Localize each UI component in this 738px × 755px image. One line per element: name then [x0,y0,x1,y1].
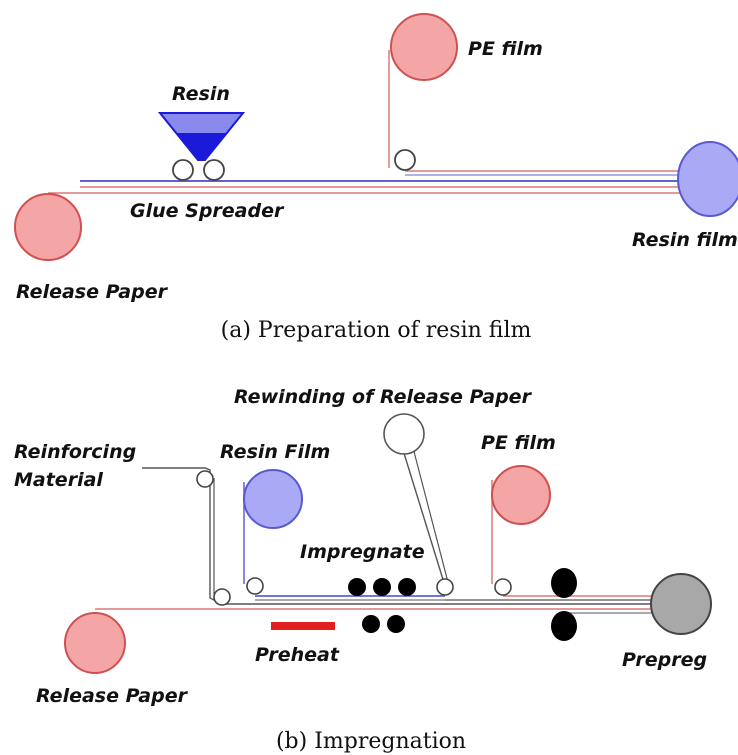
label-rewinding: Rewinding of Release Paper [234,386,533,408]
prepreg-roll [650,573,712,635]
label-impregnate: Impregnate [300,541,425,563]
label-pe-film-b: PE film [481,432,556,454]
pe-guide-roller [394,149,416,171]
diagram-a: PE film Resin Glue Spreader Resin film R… [14,13,738,343]
reinforcing-material-path [142,467,655,605]
release-paper-roll-b [64,612,126,674]
nip-roller-top [551,568,577,598]
label-resin-film-a: Resin film [632,229,738,251]
glue-spreader-roller-right [203,159,225,181]
impregnate-roller-top-1 [348,578,366,596]
caption-b: (b) Impregnation [276,729,466,754]
impregnate-roller-bottom-1 [362,615,380,633]
label-reinforcing-line2: Material [14,469,103,491]
impregnate-roller-top-3 [398,578,416,596]
reinforcing-guide-roller [196,470,214,488]
rewinding-roll [383,413,425,455]
label-pe-film-a: PE film [468,38,543,60]
resin-film-guide-roller [246,577,264,595]
pe-film-roll-b [491,465,551,525]
release-paper-roll [14,193,82,261]
impregnate-roller-top-2 [373,578,391,596]
caption-a: (a) Preparation of resin film [221,318,532,343]
label-preheat: Preheat [255,644,340,666]
label-resin: Resin [172,83,230,105]
label-glue-spreader: Glue Spreader [130,200,285,222]
diagram-b: Rewinding of Release Paper Reinforcing M… [14,386,712,754]
label-release-paper-b: Release Paper [36,685,189,707]
glue-spreader-roller-left [172,159,194,181]
resin-film-roll [677,141,738,217]
reinforcing-bottom-roller [213,588,231,606]
nip-roller-bottom [551,611,577,641]
label-reinforcing-line1: Reinforcing [14,441,136,463]
label-resin-film-b: Resin Film [220,441,330,463]
label-release-paper-a: Release Paper [16,281,169,303]
pe-film-roll [390,13,458,81]
resin-hopper-fill [176,133,227,160]
impregnate-roller-bottom-2 [387,615,405,633]
rewinding-path-2 [411,443,450,587]
label-prepreg: Prepreg [622,649,707,671]
resin-film-roll-b [243,469,303,529]
rewinding-path [402,449,446,587]
rewinding-guide-roller [436,578,454,596]
preheat-bar [271,622,335,630]
pe-film-guide-roller [494,578,512,596]
